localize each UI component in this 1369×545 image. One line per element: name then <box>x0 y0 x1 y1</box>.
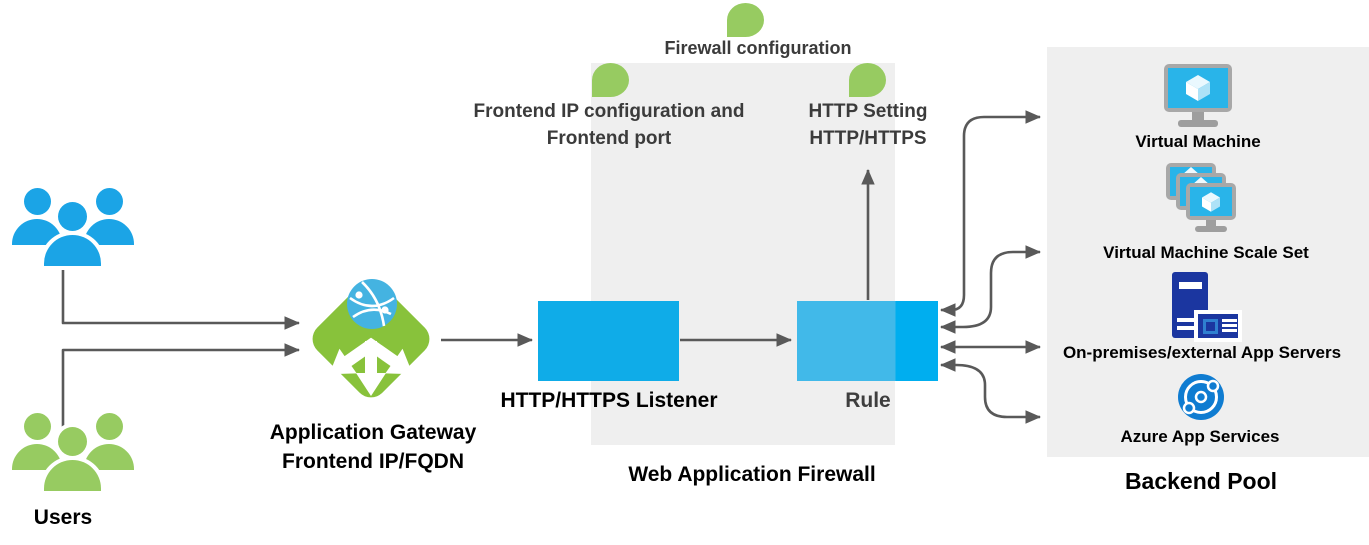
on-premises-app-servers-label: On-premises/external App Servers <box>1062 343 1342 362</box>
http-listener-box <box>538 301 679 381</box>
virtual-machine-label: Virtual Machine <box>1135 132 1261 151</box>
firewall-config-label: Firewall configuration <box>664 38 852 58</box>
application-gateway-label: Application Gateway Frontend IP/FQDN <box>253 419 493 477</box>
backend-pool-label: Backend Pool <box>1124 468 1278 494</box>
arrow-users-top-to-gateway <box>61 266 301 330</box>
http-setting-label-line2: HTTP/HTTPS <box>809 127 927 149</box>
http-setting-label-line1: HTTP Setting <box>808 101 928 122</box>
users-intranet-icon <box>12 413 134 493</box>
rule-box <box>797 301 938 381</box>
virtual-machine-scale-set-icon <box>1164 160 1240 236</box>
azure-app-services-label: Azure App Services <box>1120 427 1280 446</box>
users-internet-icon <box>12 188 134 268</box>
azure-app-services-icon <box>1178 374 1224 420</box>
waf-panel <box>591 63 895 445</box>
frontend-config-label: Frontend IP configuration and Frontend p… <box>449 99 769 153</box>
waf-label: Web Application Firewall <box>628 463 876 486</box>
http-listener-label: HTTP/HTTPS Listener <box>500 389 718 412</box>
virtual-machine-icon <box>1164 64 1234 128</box>
frontend-config-marker-icon <box>592 63 629 97</box>
on-premises-app-server-icon <box>1168 272 1242 344</box>
arrow-rule-appservices <box>939 358 1042 424</box>
application-gateway-label-line2: Frontend IP/FQDN <box>282 449 464 473</box>
firewall-config-marker-icon <box>727 3 764 37</box>
arrow-rule-vmss <box>939 245 1042 334</box>
http-setting-label: HTTP Setting HTTP/HTTPS <box>778 99 958 153</box>
users-label: Users <box>33 506 93 529</box>
rule-label: Rule <box>845 389 891 412</box>
frontend-config-label-line2: Frontend port <box>546 127 672 149</box>
frontend-config-label-line1: Frontend IP configuration and <box>473 101 745 122</box>
application-gateway-label-line1: Application Gateway <box>269 421 477 444</box>
http-setting-marker-icon <box>849 63 886 97</box>
application-gateway-icon <box>312 279 430 398</box>
virtual-machine-scale-set-label: Virtual Machine Scale Set <box>1103 243 1309 262</box>
